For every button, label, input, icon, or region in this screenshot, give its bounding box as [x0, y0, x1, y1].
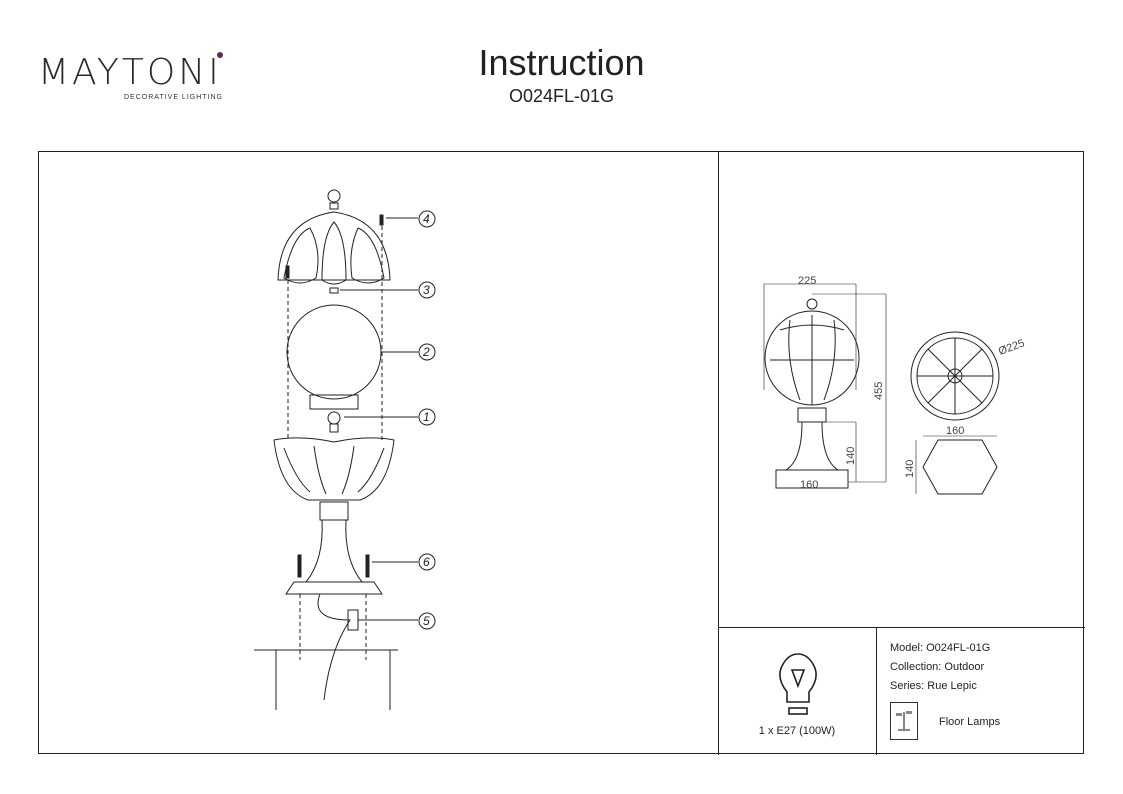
dim-base-width: 160: [800, 479, 818, 491]
brand-logo: MAYTONI: [38, 52, 222, 93]
callout-label: 1: [423, 410, 430, 424]
divider: [718, 627, 1085, 628]
callout-label: 5: [423, 614, 430, 628]
footprint-view: [922, 439, 998, 495]
dim-footprint-width: 160: [946, 425, 964, 437]
dim-height: 455: [873, 382, 885, 400]
spec-model: Model: O024FL-01G: [890, 642, 991, 654]
dim-footprint-height: 140: [904, 460, 916, 478]
lamp-post: [304, 519, 364, 583]
lamp-shade: [277, 211, 391, 281]
dimension-drawing: 225 455 140 160 Ø225 160 140: [763, 275, 1026, 495]
category-label: Floor Lamps: [939, 716, 1001, 728]
glass-globe: [286, 304, 382, 400]
finial: [327, 189, 341, 203]
callouts: 4 3 2 1 6 5: [418, 210, 436, 630]
divider: [718, 151, 719, 755]
divider: [876, 627, 877, 755]
bulb-spec: 1 x E27 (100W): [758, 725, 836, 737]
light-bulb-icon: [779, 653, 817, 715]
model-code: O024FL-01G: [508, 86, 615, 106]
page-title: Instruction: [478, 42, 645, 83]
dim-diameter: Ø225: [997, 337, 1026, 357]
floor-lamp-icon: [890, 702, 918, 740]
spec-series: Series: Rue Lepic: [890, 680, 977, 692]
dim-base-height: 140: [845, 447, 857, 465]
logo-dot: [217, 52, 223, 58]
top-view: [910, 331, 1000, 421]
lamp-cup: [273, 437, 395, 501]
callout-label: 3: [423, 283, 430, 297]
assembly-diagram: 4 3 2 1 6 5: [254, 189, 436, 710]
callout-label: 4: [423, 212, 430, 226]
callout-label: 6: [423, 555, 430, 569]
content-frame: [38, 151, 1084, 754]
brand-tagline: DECORATIVE LIGHTING: [124, 94, 223, 101]
callout-label: 2: [422, 345, 430, 359]
dim-width: 225: [798, 275, 816, 287]
spec-collection: Collection: Outdoor: [890, 661, 985, 673]
